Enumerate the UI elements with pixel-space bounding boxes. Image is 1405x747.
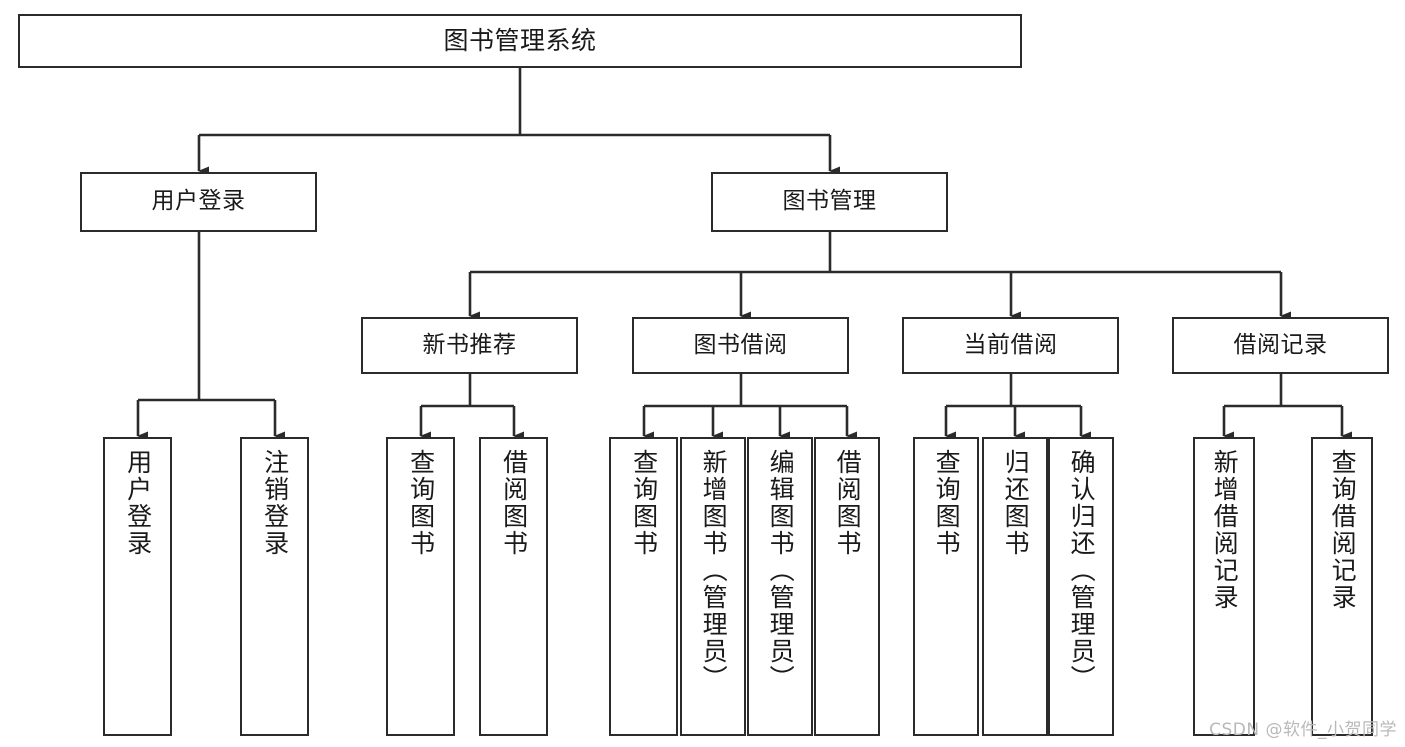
node-label: 图书管理系统 (443, 26, 597, 56)
node-label: 借阅记录 (1233, 331, 1328, 358)
node-leaf-user-login[interactable]: 用户登录 (103, 437, 172, 736)
node-new-book-rec[interactable]: 新书推荐 (361, 317, 578, 374)
node-label: 注销登录 (260, 449, 290, 557)
node-leaf-return-book[interactable]: 归还图书 (982, 437, 1048, 736)
node-label: 借阅图书 (499, 449, 529, 557)
node-user-login[interactable]: 用户登录 (80, 172, 317, 232)
node-leaf-logout[interactable]: 注销登录 (240, 437, 309, 736)
node-leaf-query-record[interactable]: 查询借阅记录 (1311, 437, 1373, 736)
node-label: 查询图书 (406, 449, 436, 557)
node-leaf-edit-book[interactable]: 编辑图书（管理员） (747, 437, 813, 736)
node-label: 用户登录 (151, 188, 246, 215)
node-label: 新书推荐 (422, 331, 517, 358)
node-label: 用户登录 (123, 449, 153, 557)
node-leaf-query-book-borrow[interactable]: 查询图书 (609, 437, 678, 736)
node-label: 当前借阅 (963, 331, 1058, 358)
node-leaf-add-record[interactable]: 新增借阅记录 (1193, 437, 1255, 736)
node-root[interactable]: 图书管理系统 (18, 14, 1022, 68)
node-label: 确认归还（管理员） (1067, 449, 1097, 692)
node-label: 图书借阅 (693, 331, 788, 358)
node-current-borrow[interactable]: 当前借阅 (902, 317, 1119, 374)
node-label: 查询图书 (932, 449, 962, 557)
node-label: 新增借阅记录 (1210, 449, 1240, 611)
node-leaf-add-book[interactable]: 新增图书（管理员） (680, 437, 746, 736)
connector-group (136, 68, 1352, 441)
node-leaf-query-book-current[interactable]: 查询图书 (913, 437, 979, 736)
node-label: 图书管理 (782, 188, 877, 215)
node-label: 归还图书 (1001, 449, 1031, 557)
node-book-admin[interactable]: 图书管理 (711, 172, 948, 232)
node-label: 借阅图书 (833, 449, 863, 557)
node-leaf-borrow-book-rec[interactable]: 借阅图书 (479, 437, 548, 736)
node-label: 查询图书 (629, 449, 659, 557)
node-leaf-confirm-return[interactable]: 确认归还（管理员） (1048, 437, 1114, 736)
node-leaf-query-book-rec[interactable]: 查询图书 (386, 437, 455, 736)
node-label: 查询借阅记录 (1328, 449, 1358, 611)
node-label: 新增图书（管理员） (699, 449, 729, 692)
node-borrow-record[interactable]: 借阅记录 (1172, 317, 1389, 374)
node-leaf-borrow-book[interactable]: 借阅图书 (814, 437, 880, 736)
node-book-borrow[interactable]: 图书借阅 (632, 317, 849, 374)
node-label: 编辑图书（管理员） (766, 449, 796, 692)
